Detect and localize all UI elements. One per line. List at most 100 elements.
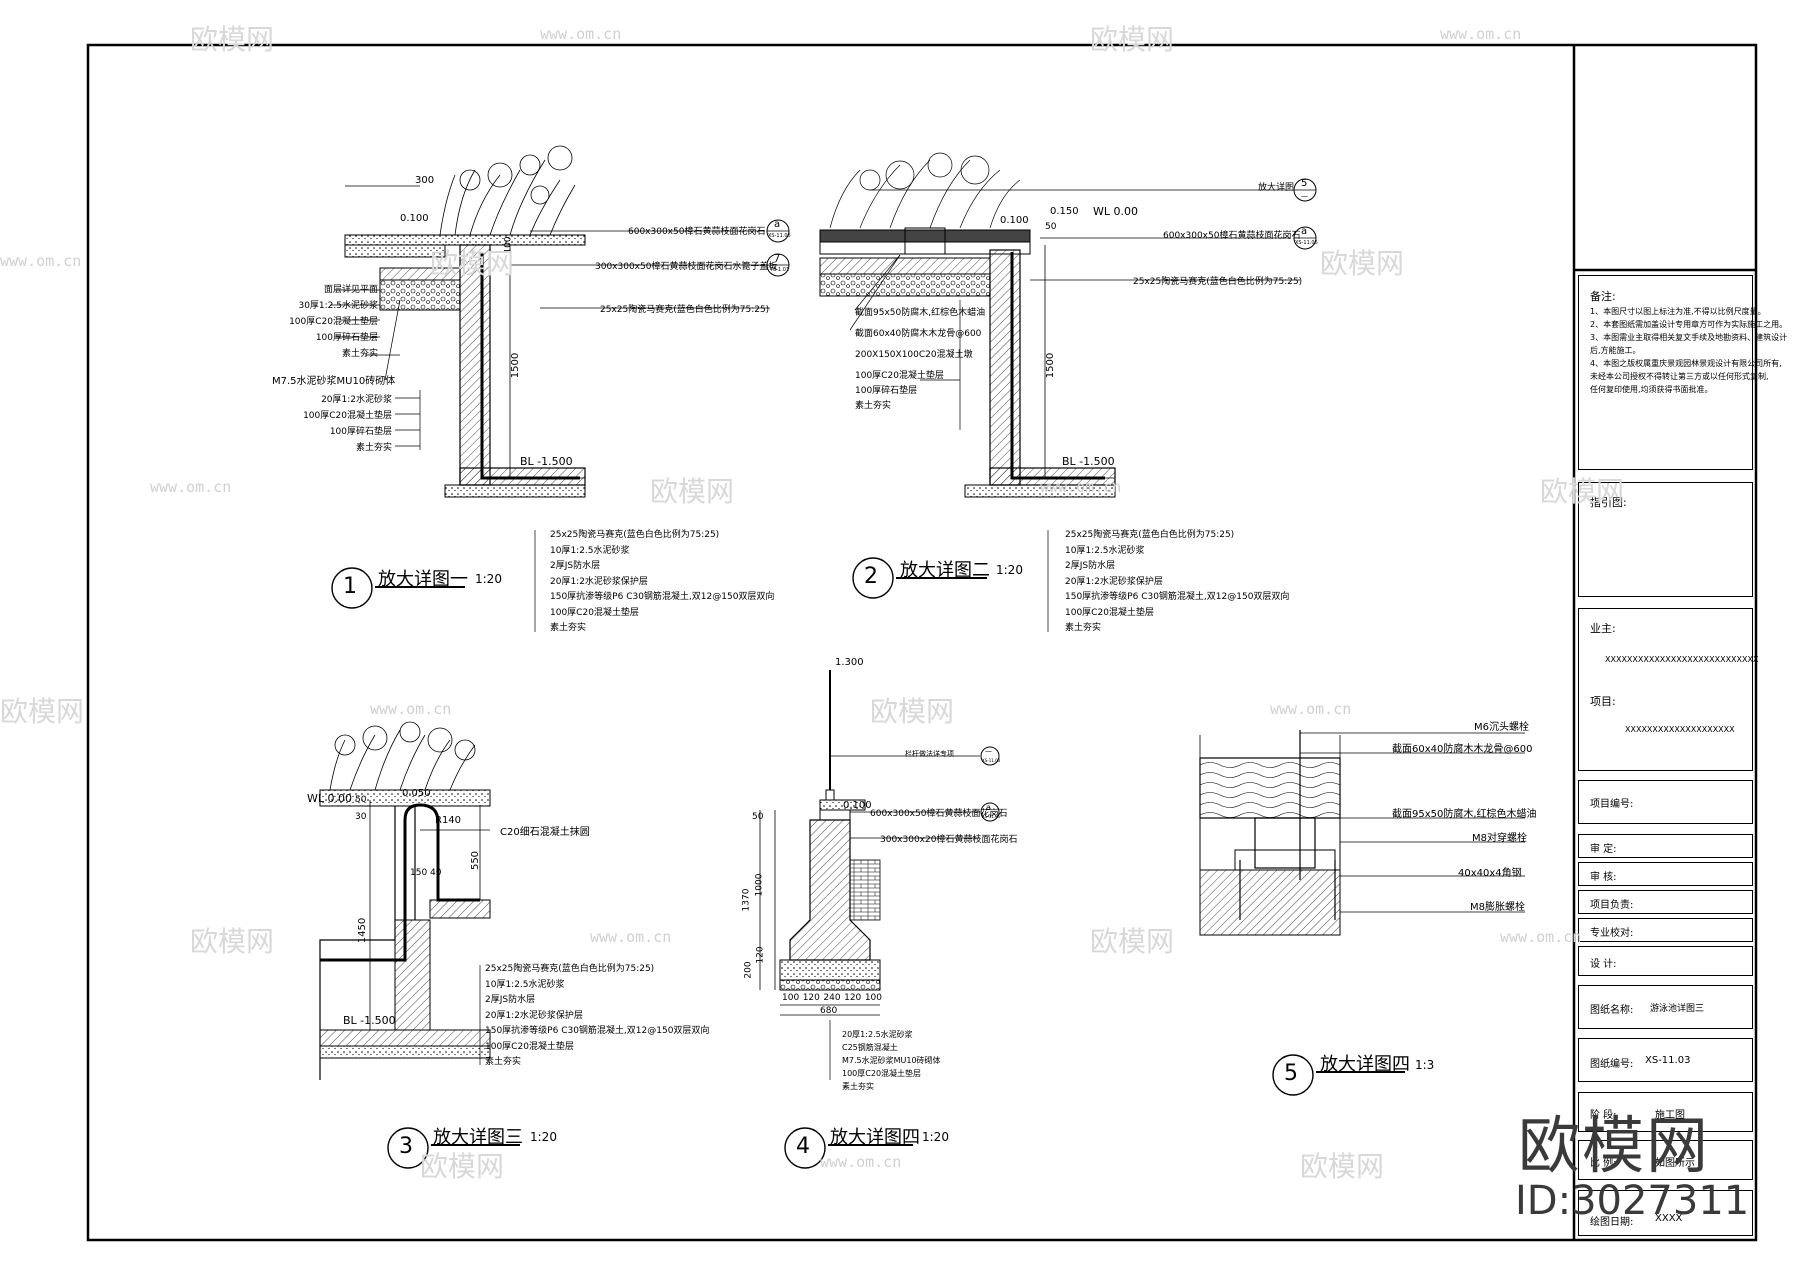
d1-left-layer: 100厚碎石垫层 — [315, 333, 378, 343]
d4-bottom-layer: M7.5水泥砂浆MU10砖砌体 — [842, 1056, 941, 1065]
d3-bottom-layer: 20厚1:2水泥砂浆保护层 — [485, 1010, 583, 1021]
watermark-id: ID:3027311 — [1515, 1178, 1750, 1224]
tb-note: 1、本图尺寸以图上标注为准,不得以比例尺度量。 — [1590, 307, 1766, 316]
d1-bottom-layer: 20厚1:2水泥砂浆保护层 — [550, 576, 648, 587]
d5-callout-3: 截面95x50防腐木,红棕色木蜡油 — [1392, 809, 1537, 820]
watermark-url: www.om.cn — [1040, 478, 1122, 496]
d3-dim-bl: BL -1.500 — [343, 1014, 396, 1027]
tb-stage-label: 阶 段: — [1590, 1110, 1617, 1121]
d2-callout-3: 25x25陶瓷马赛克(蓝色白色比例为75:25) — [1133, 277, 1303, 287]
d4-bottom-layer: 素土夯实 — [842, 1082, 874, 1091]
tb-note: 2、本套图纸需加盖设计专用章方可作为实际施工之用。 — [1590, 320, 1788, 329]
watermark-brand: 欧模网 — [870, 695, 955, 728]
d5-number-glyph: 5 — [1284, 1061, 1298, 1086]
watermark-url: www.om.cn — [1440, 25, 1522, 43]
d2-number-glyph: 2 — [864, 564, 878, 589]
d2-dim-wl: WL 0.00 — [1093, 205, 1138, 218]
d2-left-layer: 素土夯实 — [855, 401, 892, 411]
d2-bottom-layer: 2厚JS防水层 — [1065, 561, 1116, 571]
tb-scale-box — [1578, 1140, 1753, 1180]
d5-callout-1: M6沉头螺栓 — [1474, 722, 1529, 733]
tb-stage-box — [1578, 1092, 1753, 1132]
watermark-url: www.om.cn — [150, 478, 232, 496]
tb-prof-box — [1578, 918, 1753, 942]
d5-callout-4: M8对穿螺栓 — [1472, 833, 1527, 844]
d1-bottom-layer: 150厚抗渗等级P6 C30钢筋混凝土,双12@150双层双向 — [550, 592, 775, 602]
d5-callout-2: 截面60x40防腐木木龙骨@600 — [1392, 744, 1533, 755]
d1-bottom-layer: 25x25陶瓷马赛克(蓝色白色比例为75:25) — [550, 530, 720, 540]
d3-bottom-layer: 25x25陶瓷马赛克(蓝色白色比例为75:25) — [485, 964, 655, 974]
watermark-brand: 欧模网 — [1540, 475, 1625, 508]
watermark-url: www.om.cn — [590, 928, 672, 946]
detail-2-drawing — [819, 152, 1317, 632]
tb-note: 后,方能施工。 — [1590, 346, 1641, 355]
d3-bottom-layer: 150厚抗渗等级P6 C30钢筋混凝土,双12@150双层双向 — [485, 1026, 710, 1036]
d1-left-layer: 素土夯实 — [355, 443, 392, 453]
watermark-url: www.om.cn — [370, 700, 452, 718]
d1-left-layer: 100厚C20混凝土垫层 — [289, 317, 378, 327]
watermark-brand: 欧模网 — [190, 925, 275, 958]
d2-left-layer: 截面95x50防腐木,红棕色木蜡油 — [855, 308, 986, 318]
d4-tag1-bot: XS-11.03 — [982, 758, 1001, 763]
watermark-brand: 欧模网 — [190, 23, 275, 56]
d3-dim-50: 50 — [355, 795, 367, 805]
tb-notes-title: 备注: — [1590, 290, 1616, 303]
tb-note: 3、本图需业主取得相关复文手续及地勘资料、建筑设计 — [1590, 333, 1788, 342]
d3-bottom-layer: 10厚1:2.5水泥砂浆 — [485, 979, 565, 990]
d4-dim-50: 50 — [752, 812, 764, 822]
d1-left-layer: 面层详见平面 — [323, 285, 378, 295]
tb-stage-value: 施工图 — [1655, 1110, 1685, 1121]
d4-dim-200: 200 — [743, 961, 754, 979]
watermark-brand: 欧模网 — [1320, 247, 1405, 280]
tb-check-box — [1578, 862, 1753, 886]
d1-left-layer: 100厚C20混凝土垫层 — [303, 411, 392, 421]
d1-tag1-top: a — [774, 219, 781, 230]
watermark-brand: 欧模网 — [650, 475, 735, 508]
d2-tag2-bot: XS-11.06 — [1295, 240, 1318, 246]
d3-dim-150: 150 — [410, 868, 428, 878]
d1-dim-bl: BL -1.500 — [520, 455, 573, 468]
d1-bottom-layer: 2厚JS防水层 — [550, 561, 601, 571]
d3-dim-30: 30 — [355, 812, 367, 822]
d2-left-layer: 100厚C20混凝土垫层 — [855, 371, 944, 381]
tb-notes-list: 1、本图尺寸以图上标注为准,不得以比例尺度量。 2、本套图纸需加盖设计专用章方可… — [1590, 305, 1787, 396]
d2-bottom-layer: 素土夯实 — [1065, 623, 1102, 633]
tb-drawing-name-box — [1578, 985, 1753, 1029]
d5-callout-5: 40x40x4角钢 — [1458, 868, 1522, 879]
tb-drawing-no-box — [1578, 1038, 1753, 1082]
d2-title: 放大详图二 — [900, 560, 990, 581]
d3-dim-1450: 1450 — [357, 917, 369, 944]
tb-drawing-no-value: XS-11.03 — [1645, 1055, 1691, 1066]
tb-owner-label: 业主: — [1590, 622, 1616, 635]
d2-callout-1: 放大详图 — [1258, 183, 1295, 193]
d4-callout-1: 栏杆做法详专项 — [905, 750, 954, 758]
d3-scale: 1:20 — [530, 1130, 557, 1144]
d1-scale: 1:20 — [475, 572, 502, 586]
d4-tag2-bot: XS-11.06 — [982, 814, 1001, 819]
d1-dim-top: 300 — [415, 175, 435, 186]
d4-callout-2: 600x300x50樟石黄蒜枝面花岗石 — [870, 809, 1008, 819]
d1-tag1-bot: XS-11.06 — [768, 233, 791, 239]
d3-dim-550: 550 — [470, 850, 482, 871]
tb-design-box — [1578, 946, 1753, 976]
d3-bottom-layer: 2厚JS防水层 — [485, 995, 536, 1005]
d2-scale: 1:20 — [996, 563, 1023, 577]
d5-scale: 1:3 — [1415, 1058, 1435, 1072]
tb-scale-label: 比 例: — [1590, 1158, 1617, 1169]
d4-bottom-dim: 100 — [782, 993, 800, 1003]
d2-dim-bl: BL -1.500 — [1062, 455, 1115, 468]
tb-project-label: 项目: — [1590, 695, 1616, 708]
watermark-brand: 欧模网 — [1090, 925, 1175, 958]
d2-left-layers: 截面95x50防腐木,红棕色木蜡油 截面60x40防腐木木龙骨@600 200X… — [855, 306, 985, 414]
d5-callout-6: M8膨胀螺栓 — [1470, 902, 1525, 913]
d2-tag1-bot: — — [1301, 192, 1308, 200]
d4-tag2-top: a — [986, 803, 991, 812]
watermark-url: www.om.cn — [820, 1153, 902, 1171]
d2-dim-level1: 0.100 — [1000, 215, 1029, 226]
d2-dim-50: 50 — [1045, 222, 1057, 232]
tb-lead-label: 项目负责: — [1590, 900, 1634, 911]
d2-left-layer: 100厚碎石垫层 — [855, 386, 918, 396]
d4-bottom-layer: 100厚C20混凝土垫层 — [842, 1069, 922, 1078]
d2-bottom-layer: 20厚1:2水泥砂浆保护层 — [1065, 576, 1163, 587]
